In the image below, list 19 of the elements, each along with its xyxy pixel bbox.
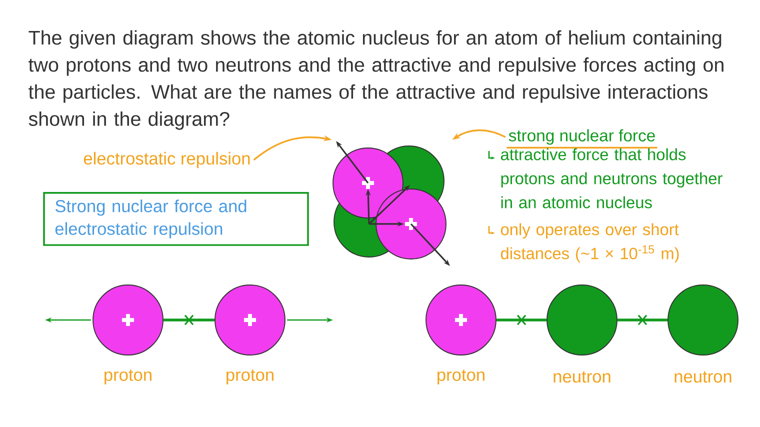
proton-circle bbox=[92, 284, 164, 356]
neutron-circle bbox=[668, 284, 738, 356]
proton-circle bbox=[214, 284, 286, 356]
label-text: electrostatic repulsion bbox=[84, 152, 250, 168]
attraction-link bbox=[496, 314, 547, 326]
attraction-link bbox=[617, 314, 668, 326]
particle-label: proton bbox=[226, 370, 274, 384]
attraction-link bbox=[163, 314, 215, 326]
proton-circle bbox=[426, 284, 496, 356]
neutron-circle bbox=[546, 284, 618, 356]
particle-label: neutron bbox=[554, 371, 610, 383]
bullet-text: attractive force that holds protons and neutrons together in an atomic nucleus bbox=[500, 148, 722, 208]
heading-text: strong nuclear force bbox=[506, 129, 658, 148]
particle-label: proton bbox=[104, 370, 152, 384]
particle-label: proton bbox=[438, 370, 484, 384]
answer-box: Strong nuclear force and electrostatic repulsion bbox=[43, 192, 309, 246]
bullet-text: only operates over short distances (~1 × 10$^{-15}$ m) bbox=[500, 223, 679, 263]
question-text: The given diagram shows the atomic nucleus for an atom of helium containing two protons and two neutrons and the attractive and repulsive forces acting on the particles. What are the names of the attractive and repulsive interactions shown in the diagram? bbox=[28, 30, 724, 130]
particle-label: neutron bbox=[674, 371, 732, 383]
